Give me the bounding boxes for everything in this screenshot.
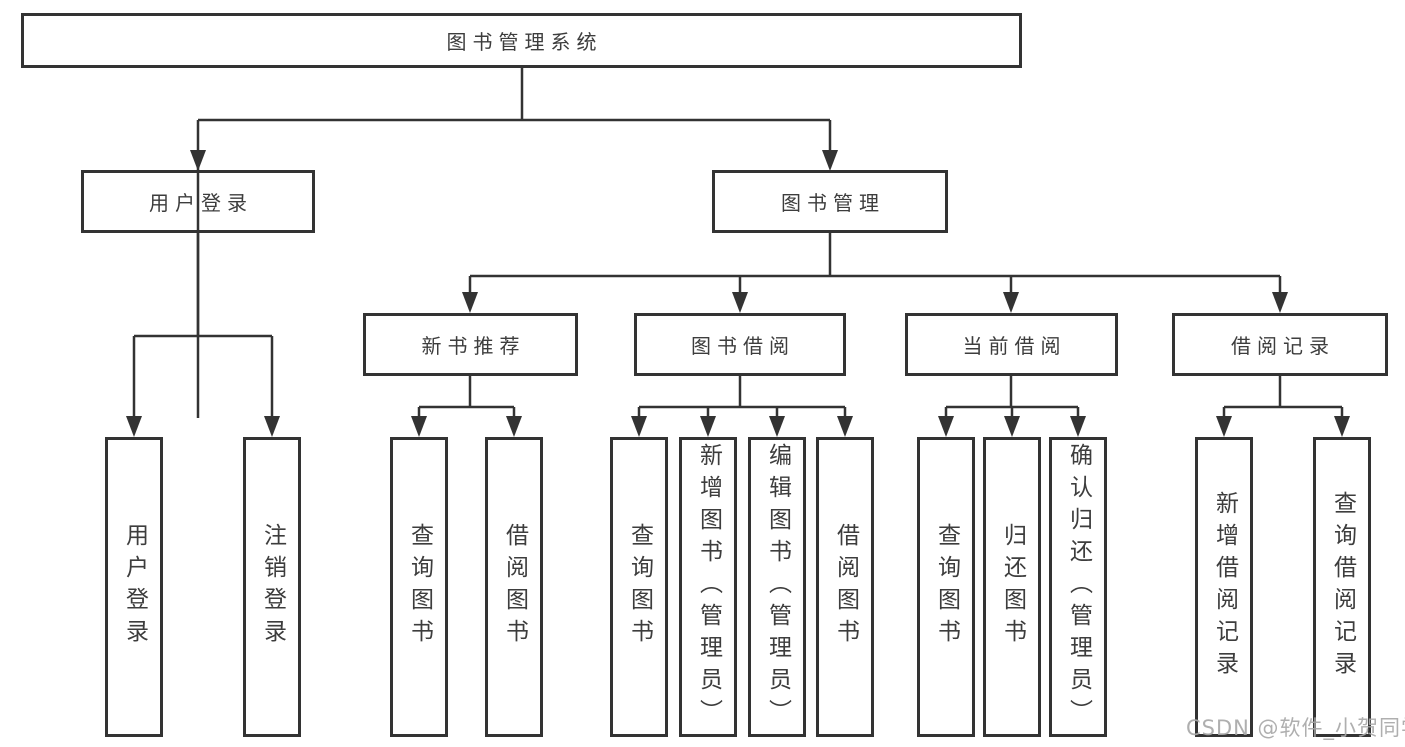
leaf-add-borrow-record: 新增借阅记录 (1195, 437, 1253, 737)
node-current-borrowing-label: 当前借阅 (962, 334, 1067, 358)
leaf-add-books-admin-label: 新增图书（管理员） (695, 443, 722, 731)
leaf-user-login: 用户登录 (105, 437, 163, 737)
leaf-query-books-2-label: 查询图书 (626, 523, 653, 651)
leaf-query-books-1-label: 查询图书 (406, 523, 433, 651)
node-book-management: 图书管理 (712, 170, 948, 233)
node-user-login-label: 用户登录 (149, 191, 253, 215)
leaf-logout-label: 注销登录 (259, 523, 286, 651)
node-borrowing-records-label: 借阅记录 (1231, 334, 1335, 358)
node-current-borrowing: 当前借阅 (905, 313, 1118, 376)
node-user-login: 用户登录 (81, 170, 315, 233)
leaf-borrow-books-1: 借阅图书 (485, 437, 543, 737)
leaf-return-books: 归还图书 (983, 437, 1041, 737)
node-book-borrowing: 图书借阅 (634, 313, 846, 376)
connector-current-borrowing-to-leaves (938, 376, 1086, 437)
connector-book-mgmt-to-level3 (462, 233, 1288, 313)
leaf-edit-books-admin: 编辑图书（管理员） (748, 437, 806, 737)
leaf-logout: 注销登录 (243, 437, 301, 737)
leaf-add-books-admin: 新增图书（管理员） (679, 437, 737, 737)
leaf-query-borrow-record: 查询借阅记录 (1313, 437, 1371, 737)
connector-new-book-recommend-to-leaves (411, 376, 522, 437)
connector-book-borrowing-to-leaves (631, 376, 853, 437)
leaf-borrow-books-2-label: 借阅图书 (832, 523, 859, 651)
csdn-watermark: CSDN @软件_小贺同学 (1186, 716, 1405, 740)
leaf-query-borrow-record-label: 查询借阅记录 (1329, 491, 1356, 683)
connector-borrowing-records-to-leaves (1216, 376, 1350, 437)
leaf-user-login-label: 用户登录 (121, 523, 148, 651)
node-borrowing-records: 借阅记录 (1172, 313, 1388, 376)
leaf-query-books-1: 查询图书 (390, 437, 448, 737)
leaf-return-books-label: 归还图书 (999, 523, 1026, 651)
node-book-borrowing-label: 图书借阅 (691, 334, 795, 358)
leaf-add-borrow-record-label: 新增借阅记录 (1211, 491, 1238, 683)
node-library-system-label: 图书管理系统 (446, 30, 603, 54)
leaf-query-books-3: 查询图书 (917, 437, 975, 737)
leaf-confirm-return-admin-label: 确认归还（管理员） (1065, 443, 1092, 731)
connector-user-login-to-leaves (126, 233, 280, 437)
leaf-query-books-3-label: 查询图书 (933, 523, 960, 651)
leaf-query-books-2: 查询图书 (610, 437, 668, 737)
node-new-book-recommend-label: 新书推荐 (421, 334, 526, 358)
node-book-management-label: 图书管理 (781, 191, 885, 215)
leaf-edit-books-admin-label: 编辑图书（管理员） (764, 443, 791, 731)
leaf-borrow-books-2: 借阅图书 (816, 437, 874, 737)
node-new-book-recommend: 新书推荐 (363, 313, 578, 376)
leaf-borrow-books-1-label: 借阅图书 (501, 523, 528, 651)
leaf-confirm-return-admin: 确认归还（管理员） (1049, 437, 1107, 737)
node-library-system: 图书管理系统 (21, 13, 1022, 68)
